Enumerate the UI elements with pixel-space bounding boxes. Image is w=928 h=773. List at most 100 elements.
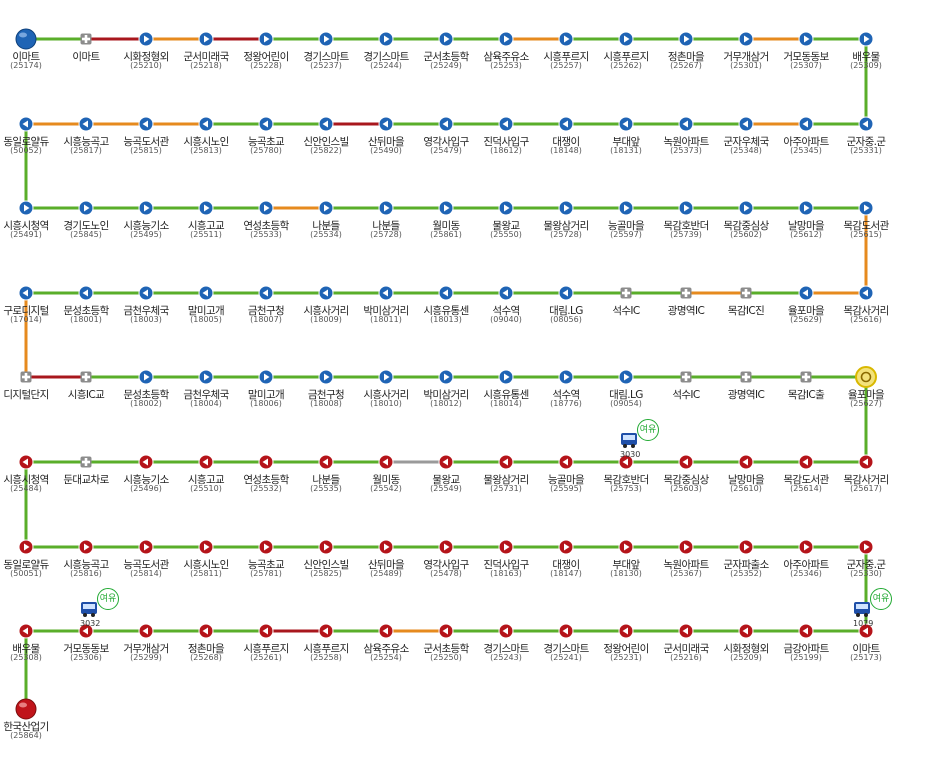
bus-stop[interactable]: 시흥능기소(25495) <box>123 208 206 268</box>
bus-stop[interactable]: 석수역(18776) <box>550 377 626 437</box>
bus-stop[interactable]: 석수IC <box>612 293 686 353</box>
bus-stop[interactable]: 시흥시청역(25484) <box>3 462 86 522</box>
bus-stop[interactable]: 시흥유통센(18014) <box>483 377 566 437</box>
bus-stop[interactable]: 시흥IC교 <box>68 377 146 437</box>
bus-stop[interactable]: 문성초등학(18001) <box>63 293 146 353</box>
bus-stop[interactable]: 박미삼거리(18011) <box>363 293 446 353</box>
bus-stop[interactable]: 나분들(25534) <box>310 208 386 268</box>
bus-stop[interactable]: 금천우체국(18004) <box>183 377 266 437</box>
bus-stop[interactable]: 대림.LG(08056) <box>549 293 626 353</box>
bus-stop[interactable]: 시화정형외(25209) <box>723 631 806 691</box>
bus-stop[interactable]: 정왕어린이(25228) <box>243 39 326 99</box>
bus-stop[interactable]: 말미고개(18006) <box>248 377 326 437</box>
bus-stop[interactable]: 능곡도서관(25815) <box>123 124 206 184</box>
bus-stop[interactable]: 아주아파트(25345) <box>783 124 866 184</box>
bus-stop[interactable]: 능곡초교(25780) <box>248 124 326 184</box>
bus-stop[interactable]: 석수IC <box>672 377 746 437</box>
bus-stop[interactable]: 연성초등학(25533) <box>243 208 326 268</box>
bus-stop[interactable]: 시화정형외(25210) <box>123 39 206 99</box>
bus-stop[interactable]: 삼육주유소(25253) <box>483 39 566 99</box>
bus-stop[interactable]: 시흥푸르지(25257) <box>543 39 626 99</box>
bus-stop[interactable]: 목감중심상(25602) <box>723 208 806 268</box>
bus-stop[interactable]: 삼육주유소(25254) <box>363 631 446 691</box>
bus-stop[interactable]: 부대앞(18131) <box>610 124 686 184</box>
bus-stop[interactable]: 율포마을(25627) <box>848 377 926 437</box>
bus-stop[interactable]: 배우물(25308) <box>10 631 86 691</box>
bus-stop[interactable]: 녹원아파트(25373) <box>663 124 746 184</box>
bus-stop[interactable]: 율포마을(25629) <box>788 293 866 353</box>
bus-stop[interactable]: 물왕교(25549) <box>430 462 506 522</box>
bus-stop[interactable]: 경기스마트(25241) <box>543 631 626 691</box>
bus-stop[interactable]: 시흥사거리(18010) <box>363 377 446 437</box>
bus-stop[interactable]: 군자중.군(25330) <box>847 547 926 607</box>
bus-stop[interactable]: 물왕삼거리(25728) <box>543 208 626 268</box>
bus-stop[interactable]: 나분들(25728) <box>370 208 446 268</box>
bus-stop[interactable]: 한국산업기(25864) <box>3 709 86 769</box>
bus-stop[interactable]: 능곡도서관(25814) <box>123 547 206 607</box>
bus-stop[interactable]: 목감사거리(25616) <box>843 293 926 353</box>
bus-stop[interactable]: 목감IC출 <box>788 377 866 437</box>
bus-stop[interactable]: 시흥푸르지(25261) <box>243 631 326 691</box>
bus-stop[interactable]: 시흥고교(25510) <box>188 462 266 522</box>
bus-stop[interactable]: 능곡초교(25781) <box>248 547 326 607</box>
bus-stop[interactable]: 경기도노인(25845) <box>63 208 146 268</box>
bus-stop[interactable]: 부대앞(18130) <box>610 547 686 607</box>
bus-stop[interactable]: 말미고개(18005) <box>188 293 266 353</box>
bus-stop[interactable]: 목감도서관(25615) <box>843 208 926 268</box>
bus-stop[interactable]: 군자우체국(25348) <box>723 124 806 184</box>
bus-stop[interactable]: 배우물(25309) <box>850 39 926 99</box>
bus-stop[interactable]: 월미동(25861) <box>430 208 506 268</box>
bus-stop[interactable]: 동일로얄듀(50051) <box>3 547 86 607</box>
bus-stop[interactable]: 이마트(25174) <box>10 39 86 99</box>
bus-stop[interactable]: 시흥시노인(25811) <box>183 547 266 607</box>
bus-stop[interactable]: 목감중심상(25603) <box>663 462 746 522</box>
bus-stop[interactable]: 군서미래국(25218) <box>183 39 266 99</box>
bus-stop[interactable]: 정촌마을(25268) <box>188 631 266 691</box>
bus-stop[interactable]: 거모동동보(25306) <box>63 631 146 691</box>
bus-stop[interactable]: 군서미래국(25216) <box>663 631 746 691</box>
bus-stop[interactable]: 이마트 <box>72 39 146 99</box>
bus-stop[interactable]: 이마트(25173) <box>850 631 926 691</box>
bus-stop[interactable]: 영각사입구(25478) <box>423 547 506 607</box>
bus-stop[interactable]: 날망마을(25610) <box>728 462 806 522</box>
bus-stop[interactable]: 대림.LG(09054) <box>609 377 686 437</box>
bus-stop[interactable]: 신안인스빌(25822) <box>303 124 386 184</box>
bus-stop[interactable]: 물왕교(25550) <box>490 208 566 268</box>
bus-stop[interactable]: 날망마을(25612) <box>788 208 866 268</box>
bus-stop[interactable]: 물왕삼거리(25731) <box>483 462 566 522</box>
bus-stop[interactable]: 동일로얄듀(50052) <box>3 124 86 184</box>
bus-stop[interactable]: 금천구청(18008) <box>308 377 386 437</box>
bus-stop[interactable]: 경기스마트(25243) <box>483 631 566 691</box>
bus-stop[interactable]: 능골마을(25595) <box>548 462 626 522</box>
bus-stop[interactable]: 대쟁이(18147) <box>550 547 626 607</box>
bus-stop[interactable]: 목감호반더(25753) <box>603 462 686 522</box>
bus-stop[interactable]: 구로디지털(17014) <box>3 293 86 353</box>
bus-stop[interactable]: 연성초등학(25532) <box>243 462 326 522</box>
bus-stop[interactable]: 시흥시노인(25813) <box>183 124 266 184</box>
bus-stop[interactable]: 거모동동보(25307) <box>783 39 866 99</box>
bus-stop[interactable]: 석수역(09040) <box>490 293 566 353</box>
bus-stop[interactable]: 광명역IC <box>728 377 806 437</box>
bus-stop[interactable]: 시흥사거리(18009) <box>303 293 386 353</box>
bus-stop[interactable]: 시흥고교(25511) <box>188 208 266 268</box>
bus-stop[interactable]: 군서초등학(25249) <box>423 39 506 99</box>
bus-stop[interactable]: 군자중.군(25331) <box>847 124 926 184</box>
bus-stop[interactable]: 시흥능곡고(25816) <box>63 547 146 607</box>
bus-stop[interactable]: 목감사거리(25617) <box>843 462 926 522</box>
bus-stop[interactable]: 영각사입구(25479) <box>423 124 506 184</box>
bus-stop[interactable]: 월미동(25542) <box>370 462 446 522</box>
bus-stop[interactable]: 시흥능곡고(25817) <box>63 124 146 184</box>
bus-stop[interactable]: 산뒤마을(25489) <box>368 547 446 607</box>
bus-stop[interactable]: 광명역IC <box>668 293 746 353</box>
bus-stop[interactable]: 금강아파트(25199) <box>783 631 866 691</box>
bus-stop[interactable]: 산뒤마을(25490) <box>368 124 446 184</box>
bus-stop[interactable]: 거무개삼거(25301) <box>723 39 806 99</box>
bus-stop[interactable]: 시흥유통센(18013) <box>423 293 506 353</box>
bus-stop[interactable]: 시흥푸르지(25258) <box>303 631 386 691</box>
bus-stop[interactable]: 금천구청(18007) <box>248 293 326 353</box>
bus-stop[interactable]: 문성초등학(18002) <box>123 377 206 437</box>
bus-stop[interactable]: 디지털단지 <box>3 377 86 437</box>
bus-stop[interactable]: 나분들(25535) <box>310 462 386 522</box>
